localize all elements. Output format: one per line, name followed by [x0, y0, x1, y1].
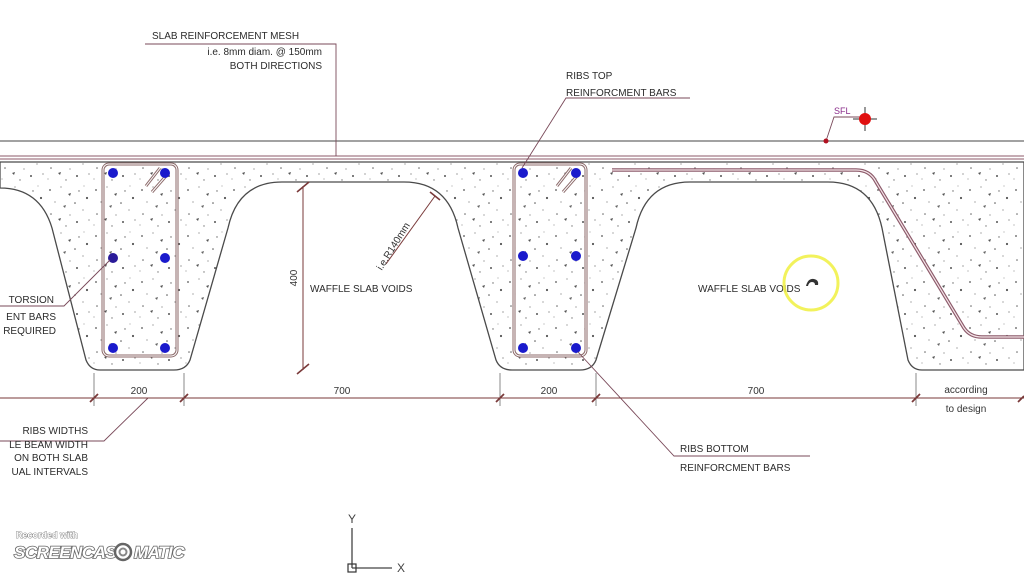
rebar-mid-left [108, 253, 118, 263]
rebar-bottom-left [108, 343, 118, 353]
ribs-width-label-2: LE BEAM WIDTH [9, 440, 88, 451]
vertical-dimension-400 [296, 181, 310, 375]
according-label-2: to design [946, 404, 987, 415]
rebar-top-left [108, 168, 118, 178]
radius-dimension [385, 191, 441, 265]
screencast-logo-icon [113, 542, 133, 562]
according-label-1: according [944, 385, 987, 396]
sfl-label: SFL [834, 106, 851, 116]
ribs-top-label-2: REINFORCMENT BARS [566, 88, 677, 99]
watermark-brand-right: MATIC [134, 543, 185, 562]
rebar-bottom-right [160, 343, 170, 353]
rib-1-reinforcement [101, 162, 179, 358]
ribs-top-label-1: RIBS TOP [566, 71, 613, 82]
watermark-brand-left: SCREENCAST [14, 543, 128, 562]
slab-mesh-spec: i.e. 8mm diam. @ 150mm [207, 47, 322, 58]
dim-void-depth: 400 [289, 269, 300, 286]
leader-lines [0, 43, 868, 457]
rebar-top-right [160, 168, 170, 178]
torsion-label-2: ENT BARS [6, 312, 56, 323]
slab-mesh-title: SLAB REINFORCEMENT MESH [152, 31, 299, 42]
ribs-bottom-label-1: RIBS BOTTOM [680, 444, 749, 455]
watermark-line1: Recorded with [16, 530, 78, 540]
mouse-cursor-highlight [782, 254, 840, 312]
ribs-bottom-label-2: REINFORCMENT BARS [680, 463, 791, 474]
torsion-label-3: REQUIRED [3, 326, 56, 337]
dim-void-width-1: 700 [334, 386, 351, 397]
rebar-mid-right [160, 253, 170, 263]
radius-label: i.e.R140mm [375, 221, 413, 273]
bent-reinforcement-bar [612, 168, 1024, 339]
dim-rib-width-2: 200 [541, 386, 558, 397]
ucs-x-label: X [397, 561, 405, 575]
void-label-left: WAFFLE SLAB VOIDS [310, 284, 413, 295]
slab-mesh-directions: BOTH DIRECTIONS [230, 61, 323, 72]
ucs-y-label: Y [348, 512, 356, 526]
ucs-axis-icon: Y X [347, 512, 405, 575]
screencast-watermark: Recorded with SCREENCAST MATIC [13, 530, 186, 563]
hand-cursor-icon [806, 278, 819, 286]
dim-void-width-2: 700 [748, 386, 765, 397]
dim-rib-width-1: 200 [131, 386, 148, 397]
ribs-width-label-1: RIBS WIDTHS [22, 426, 88, 437]
ribs-width-label-3: ON BOTH SLAB [14, 453, 88, 464]
horizontal-dimension-chain [0, 373, 1024, 406]
waffle-slab-section [0, 161, 1024, 371]
torsion-label-1: TORSION [9, 295, 54, 306]
ribs-width-label-4: UAL INTERVALS [11, 467, 88, 478]
sfl-level-marker[interactable]: SFL [823, 106, 878, 144]
void-label-right: WAFFLE SLAB VOIDS [698, 284, 801, 295]
rib-2-reinforcement [512, 162, 588, 358]
